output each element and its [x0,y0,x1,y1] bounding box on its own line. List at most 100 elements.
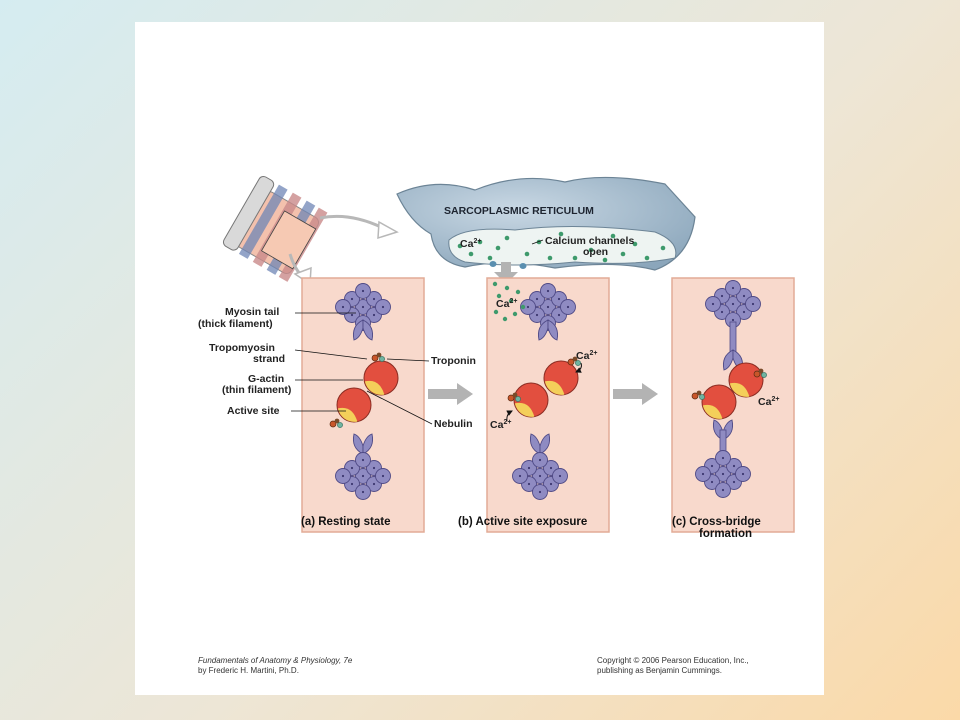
muscle-fiber-icon [222,175,328,282]
calcium-channels-label-1: Calcium channels [545,235,634,247]
actin-active-region [702,404,723,419]
myosin-head [539,433,551,455]
troponin-subunit [575,360,581,366]
myosin-neck [729,321,737,353]
myosin-subunit-dot [710,464,714,468]
actin-active-region [514,402,535,417]
myosin-subunit-dot [731,286,735,290]
calcium-ion [492,281,498,287]
slide-figure: SARCOPLASMIC RETICULUM Ca2+ Calcium chan… [135,22,824,695]
myosin-subunit-dot [527,466,531,470]
myosin-subunit-dot [557,297,561,301]
label-active-site: Active site [227,405,280,417]
g-actin-bead [336,387,372,423]
myosin-subunit-dot [538,474,542,478]
label-tropomyosin: Tropomyosin [209,342,275,354]
calcium-ion [502,316,508,322]
calcium-ion [520,304,526,310]
myosin-subunit-dot [361,458,365,462]
myosin-subunit-dot [720,310,724,314]
caption-a: (a) Resting state [301,516,390,528]
myosin-head [529,433,541,455]
myosin-head [352,319,364,341]
myosin-subunit-dot [361,490,365,494]
label-thin-filament: (thin filament) [222,384,291,396]
myosin-subunit-dot [546,289,550,293]
troponin-subunit [329,420,337,428]
myosin-subunit-dot [731,318,735,322]
caption-c-1: (c) Cross-bridge [672,516,761,528]
myosin-heads [352,319,374,341]
myosin-bundle [695,450,751,498]
label-myosin-tail: Myosin tail [225,306,279,318]
troponin-subunit [758,368,764,374]
troponin-subunit [572,356,578,362]
troponin-subunit [515,396,521,402]
myosin-subunit-dot [535,313,539,317]
actin-active-region [364,380,385,395]
myosin-subunit-dot [350,482,354,486]
troponin-subunit [699,394,705,400]
arrow-a-to-b [428,383,473,405]
calcium-dots-lumen [457,231,666,263]
calcium-channels-label-2: open [583,246,608,258]
myosin-head [362,319,374,341]
troponin-subunit [337,422,343,428]
myosin-subunit-dot [549,482,553,486]
myosin-subunit-dot [361,474,365,478]
myosin-bundle [512,452,568,500]
troponin-complex [371,352,385,362]
myosin-subunit-dot [549,466,553,470]
myosin-head [722,349,734,371]
label-nebulin: Nebulin [434,418,473,430]
calcium-ion [512,311,518,317]
myosin-heads [352,433,374,455]
myosin-subunit-dot [751,302,755,306]
panel-c-content [691,280,767,498]
troponin-complex [691,390,705,400]
calcium-ion [496,293,502,299]
troponin-subunit [691,392,699,400]
troponin-subunit [696,390,702,396]
calcium-ion [504,285,510,291]
myosin-head [547,319,559,341]
myosin-subunit-dot [372,313,376,317]
myosin-subunit-dot [381,305,385,309]
label-troponin: Troponin [431,355,476,367]
troponin-subunit [567,358,575,366]
myosin-subunit-dot [350,313,354,317]
myosin-subunit-dot [381,474,385,478]
label-thick-filament: (thick filament) [198,318,273,330]
g-actin-bead [363,360,399,396]
g-actin-bead [701,384,737,420]
footer-copyright-1: Copyright © 2006 Pearson Education, Inc.… [597,656,749,665]
troponin-subunit [334,418,340,424]
myosin-subunit-dot [372,297,376,301]
myosin-subunit-dot [350,466,354,470]
myosin-subunit-dot [361,305,365,309]
myosin-subunit-dot [526,305,530,309]
myosin-subunit-dot [557,313,561,317]
myosin-head [362,433,374,455]
label-tropomyosin-strand: strand [253,353,285,365]
myosin-subunit-dot [372,466,376,470]
myosin-subunit-dot [538,458,542,462]
myosin-subunit-dot [341,474,345,478]
troponin-complex [329,418,343,428]
sr-ca-label: Ca2+ [460,238,481,250]
myosin-subunit-dot [741,472,745,476]
myosin-bundle [705,280,761,328]
myosin-subunit-dot [742,310,746,314]
g-actin-bead [728,362,764,398]
troponin-subunit [371,354,379,362]
troponin-complex [507,392,521,402]
footer-author: by Frederic H. Martini, Ph.D. [198,666,299,675]
myosin-subunit-dot [720,294,724,298]
actin-active-region [729,382,750,397]
myosin-subunit-dot [721,456,725,460]
label-g-actin: G-actin [248,373,284,385]
caption-b: (b) Active site exposure [458,516,587,528]
troponin-subunit [379,356,385,362]
myosin-subunit-dot [721,472,725,476]
myosin-subunit-dot [732,480,736,484]
